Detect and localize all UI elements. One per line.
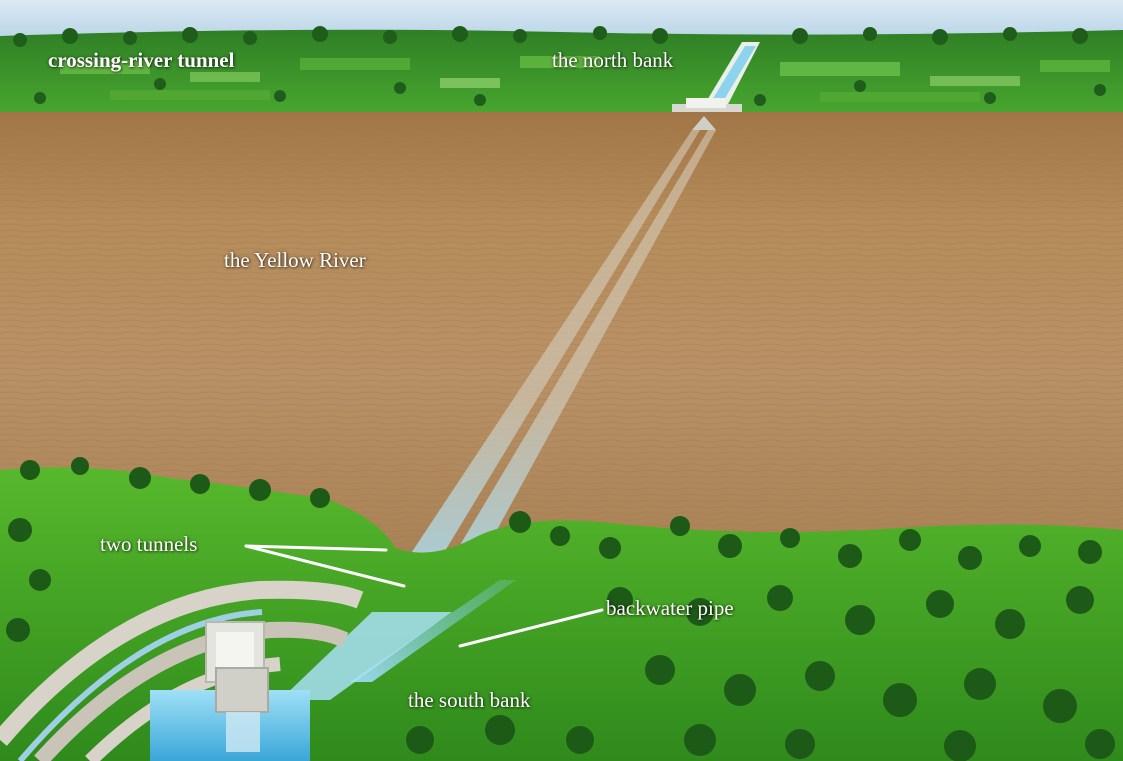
leader-lines	[244, 544, 604, 648]
crossing-river-tunnels	[372, 116, 716, 612]
crossing-river-tunnel-label: crossing-river tunnel	[48, 48, 235, 72]
north-bank-label: the north bank	[552, 48, 674, 72]
two-tunnels-leader-lower	[244, 544, 406, 588]
two-tunnels-label: two tunnels	[100, 532, 198, 556]
two-tunnels-leader-upper	[244, 544, 388, 552]
south-bank	[0, 457, 1123, 761]
backwater-pipe-leader	[458, 608, 604, 648]
backwater-pipe-label: backwater pipe	[606, 596, 734, 620]
south-bank-label: the south bank	[408, 688, 531, 712]
yellow-river-label: the Yellow River	[224, 248, 366, 272]
